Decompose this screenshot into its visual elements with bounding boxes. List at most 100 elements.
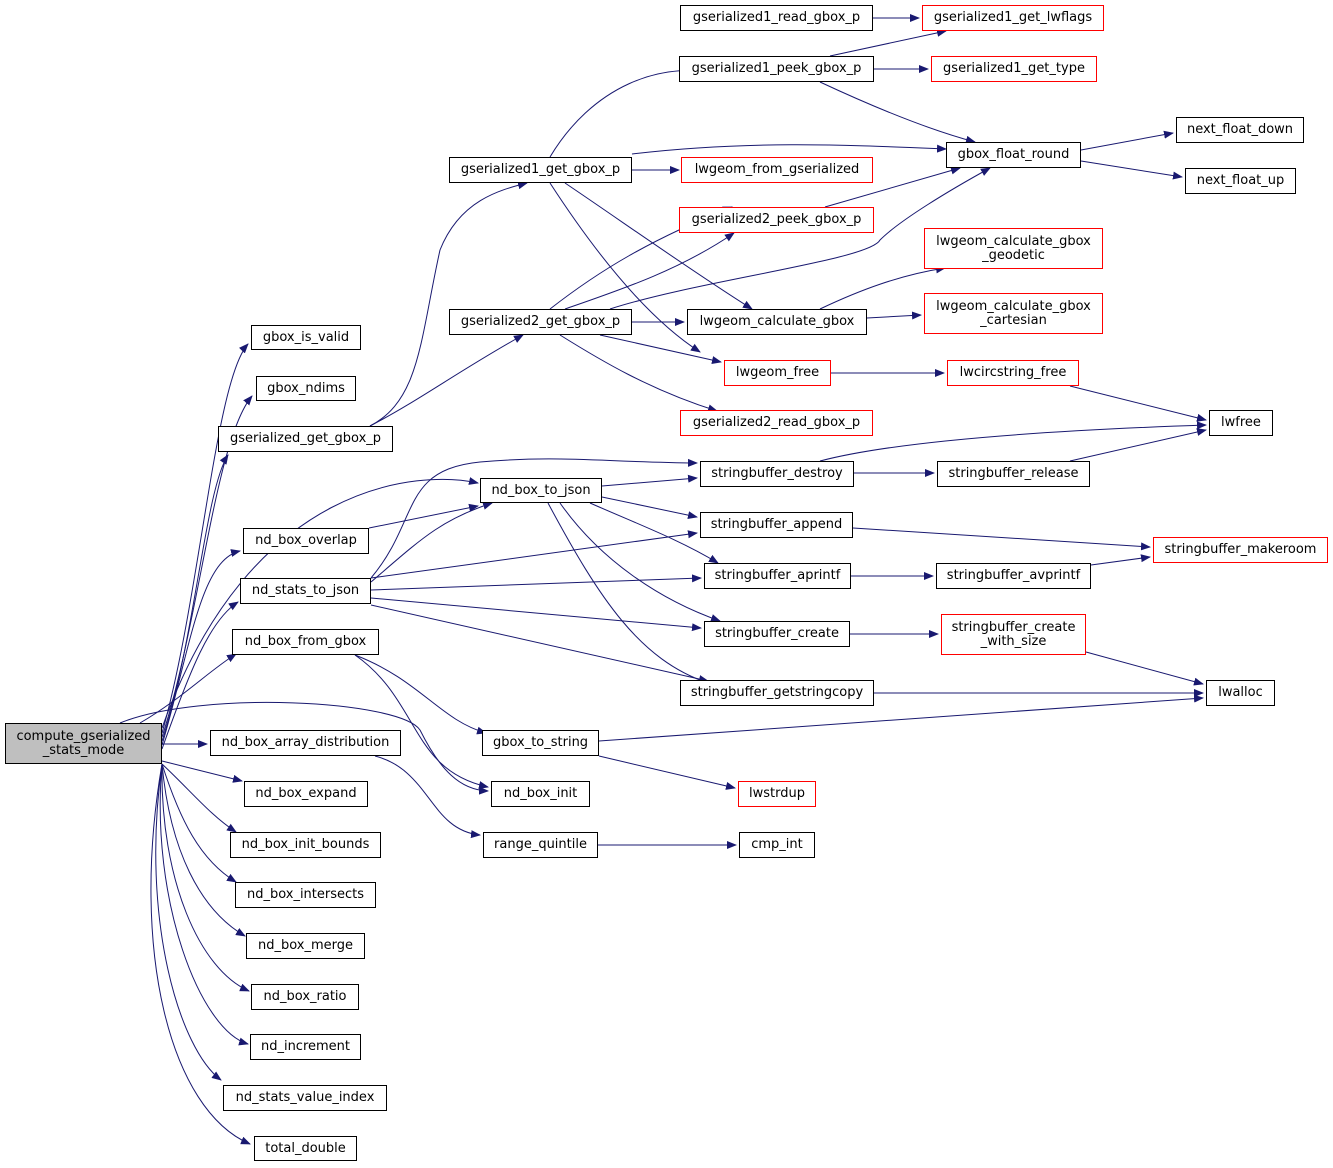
node-stringbuffer-aprintf[interactable]: stringbuffer_aprintf [704, 563, 851, 589]
call-edge [609, 167, 991, 310]
call-edge [161, 477, 479, 729]
call-edge [155, 763, 222, 1081]
call-edge [161, 763, 246, 937]
call-edge [370, 597, 702, 632]
node-gserialized1-peek-gbox-p[interactable]: gserialized1_peek_gbox_p [679, 56, 874, 82]
node-nd-box-overlap[interactable]: nd_box_overlap [243, 528, 369, 554]
node-label-line1: lwgeom_calculate_gbox [936, 298, 1091, 314]
node-lwgeom-from-gserialized[interactable]: lwgeom_from_gserialized [681, 157, 873, 183]
call-edge [139, 653, 237, 724]
call-edge [161, 395, 253, 738]
node-lwgeom-calculate-gbox-geodetic[interactable]: lwgeom_calculate_gbox _geodetic [924, 228, 1103, 269]
node-gbox-to-string[interactable]: gbox_to_string [482, 730, 599, 756]
node-next-float-up[interactable]: next_float_up [1185, 168, 1296, 194]
node-gbox-is-valid[interactable]: gbox_is_valid [251, 325, 361, 350]
call-edge [161, 343, 249, 734]
call-edge [559, 502, 721, 622]
node-total-double[interactable]: total_double [254, 1136, 357, 1161]
node-stringbuffer-append[interactable]: stringbuffer_append [700, 512, 853, 538]
call-edge [1080, 130, 1174, 151]
node-gserialized1-get-lwflags[interactable]: gserialized1_get_lwflags [922, 5, 1104, 31]
node-gserialized1-get-type[interactable]: gserialized1_get_type [931, 56, 1097, 82]
call-edge [161, 763, 237, 833]
node-lwalloc[interactable]: lwalloc [1206, 680, 1275, 706]
node-lwgeom-free[interactable]: lwgeom_free [724, 360, 831, 386]
call-edge [369, 181, 528, 427]
node-gserialized-get-gbox-p[interactable]: gserialized_get_gbox_p [218, 426, 393, 452]
node-label-line2: _cartesian [980, 312, 1047, 328]
node-label-line2: _with_size [980, 633, 1047, 649]
call-edge [1069, 428, 1207, 462]
call-edge [631, 144, 947, 155]
node-compute-gserialized-stats-mode[interactable]: compute_gserialized _stats_mode [5, 723, 162, 764]
node-gbox-ndims[interactable]: gbox_ndims [256, 376, 356, 401]
call-edge [547, 502, 709, 684]
call-edge [601, 474, 698, 487]
node-nd-increment[interactable]: nd_increment [250, 1034, 361, 1060]
node-lwfree[interactable]: lwfree [1209, 410, 1273, 436]
node-gserialized2-get-gbox-p[interactable]: gserialized2_get_gbox_p [449, 309, 632, 335]
call-edge [161, 763, 237, 883]
node-stringbuffer-create-with-size[interactable]: stringbuffer_create _with_size [941, 614, 1086, 655]
node-gserialized1-read-gbox-p[interactable]: gserialized1_read_gbox_p [680, 5, 873, 31]
node-gserialized1-get-gbox-p[interactable]: gserialized1_get_gbox_p [449, 157, 632, 183]
node-nd-box-ratio[interactable]: nd_box_ratio [251, 984, 359, 1010]
node-nd-box-from-gbox[interactable]: nd_box_from_gbox [232, 629, 379, 655]
node-stringbuffer-create[interactable]: stringbuffer_create [704, 621, 850, 647]
call-edge [559, 334, 718, 413]
node-nd-box-array-distribution[interactable]: nd_box_array_distribution [210, 730, 401, 756]
node-lwgeom-calculate-gbox-cartesian[interactable]: lwgeom_calculate_gbox _cartesian [924, 293, 1103, 334]
call-edge [354, 654, 487, 735]
call-edge [161, 601, 239, 750]
call-edge [370, 574, 702, 591]
call-edge [119, 701, 489, 795]
node-nd-box-init-bounds[interactable]: nd_box_init_bounds [230, 832, 381, 858]
call-edge [1090, 554, 1151, 566]
call-edge [852, 527, 1151, 551]
node-nd-stats-to-json[interactable]: nd_stats_to_json [240, 578, 371, 604]
node-nd-box-to-json[interactable]: nd_box_to_json [480, 478, 602, 503]
call-edge [161, 763, 250, 992]
node-stringbuffer-getstringcopy[interactable]: stringbuffer_getstringcopy [680, 680, 874, 706]
call-edge [829, 28, 947, 57]
node-nd-box-merge[interactable]: nd_box_merge [246, 933, 365, 959]
call-edge [549, 69, 735, 158]
call-edge [374, 755, 481, 839]
call-edge [370, 458, 698, 579]
node-gserialized2-peek-gbox-p[interactable]: gserialized2_peek_gbox_p [679, 207, 874, 233]
call-edge [564, 182, 753, 310]
call-edge [824, 166, 961, 208]
node-nd-box-expand[interactable]: nd_box_expand [244, 781, 368, 807]
node-label-line2: _stats_mode [42, 742, 125, 758]
call-edge [161, 760, 243, 783]
call-edge [354, 654, 489, 789]
call-edge [370, 530, 698, 579]
node-lwstrdup[interactable]: lwstrdup [738, 781, 816, 807]
node-nd-stats-value-index[interactable]: nd_stats_value_index [223, 1085, 387, 1111]
node-lwcircstring-free[interactable]: lwcircstring_free [947, 360, 1079, 386]
node-gserialized2-read-gbox-p[interactable]: gserialized2_read_gbox_p [680, 410, 873, 436]
call-edge [564, 232, 735, 310]
call-edge [370, 501, 493, 583]
call-edge [150, 763, 251, 1145]
call-edge [599, 334, 722, 364]
node-nd-box-intersects[interactable]: nd_box_intersects [235, 882, 376, 908]
node-cmp-int[interactable]: cmp_int [739, 832, 815, 858]
node-range-quintile[interactable]: range_quintile [483, 832, 598, 858]
node-gbox-float-round[interactable]: gbox_float_round [946, 142, 1081, 168]
call-edge [368, 503, 479, 529]
node-stringbuffer-avprintf[interactable]: stringbuffer_avprintf [936, 563, 1091, 589]
node-stringbuffer-makeroom[interactable]: stringbuffer_makeroom [1153, 537, 1328, 563]
node-stringbuffer-destroy[interactable]: stringbuffer_destroy [700, 461, 854, 487]
call-edge [866, 311, 922, 320]
node-stringbuffer-release[interactable]: stringbuffer_release [937, 461, 1090, 487]
node-nd-box-init[interactable]: nd_box_init [491, 781, 590, 807]
call-edge [819, 81, 976, 144]
node-label-line1: stringbuffer_create [951, 619, 1076, 635]
call-edge [589, 502, 719, 564]
call-edge [161, 454, 229, 742]
node-next-float-down[interactable]: next_float_down [1176, 117, 1304, 143]
node-lwgeom-calculate-gbox[interactable]: lwgeom_calculate_gbox [687, 309, 867, 335]
call-edge [819, 265, 946, 310]
